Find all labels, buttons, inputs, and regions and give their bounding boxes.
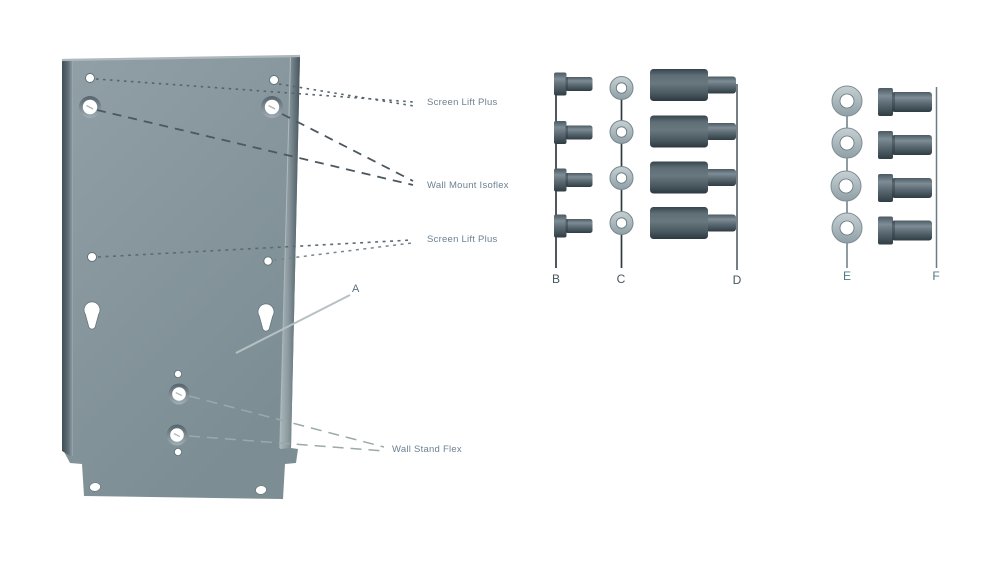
callout-wall-mount-isoflex: Wall Mount Isoflex [427,180,509,191]
part-label-e: E [842,269,851,283]
bolt-icon [878,216,932,245]
screw-icon [554,214,593,238]
keyhole-slot-right [257,303,275,332]
bolt-icon [878,88,932,116]
plate-right-flange [280,56,300,449]
plate-top-bevel [61,54,301,62]
plate-right-flange-highlight [279,57,291,449]
leader-wall-stand-flex-upper [188,395,385,448]
callout-screen-lift-plus-top: Screen Lift Plus [427,97,498,108]
part-label-b: B [551,272,560,286]
large-washer-icon [831,127,863,159]
bolt-icon [878,131,932,159]
column-f-bolts [878,87,938,268]
bottom-left-corner-hole [89,482,101,492]
small-washer-icon [609,211,634,235]
callout-wall-stand-flex: Wall Stand Flex [392,444,462,455]
centre-small-hole-upper [173,369,182,378]
small-washer-icon [609,120,634,144]
leader-lines [95,78,415,452]
leader-part-a [235,294,351,354]
mid-right-small-hole [263,256,273,266]
standoff-icon [650,69,736,101]
standoff-icon [650,161,736,194]
top-right-countersunk-hole [261,96,283,118]
leader-wall-stand-flex-lower [188,435,385,452]
column-b-screws [554,72,593,268]
centre-large-hole-upper [168,383,190,405]
mounting-plate [61,54,301,499]
plate-left-flange [62,60,72,457]
top-right-small-hole [269,75,279,85]
part-label-d: D [732,273,742,287]
screw-icon [554,168,593,192]
plate-face [62,56,300,499]
column-c-small-washers [609,76,634,268]
small-washer-icon [609,166,634,190]
large-washer-icon [830,170,862,202]
standoff-icon [650,207,736,239]
large-washer-icon [831,85,863,117]
leader-screen-lift-top-right [278,83,415,107]
column-e-large-washers [830,85,863,268]
part-label-c: C [616,272,626,286]
bottom-right-corner-hole [255,485,267,495]
leader-screen-lift-bottom-right [273,242,413,261]
large-washer-icon [831,212,863,244]
centre-small-hole-lower [173,447,182,456]
standoff-icon [650,115,736,148]
part-label-a: A [352,283,360,295]
centre-large-hole-lower [166,424,188,446]
column-d-standoffs [650,69,738,270]
callout-screen-lift-plus-bottom: Screen Lift Plus [427,234,498,245]
screw-icon [554,121,593,144]
bolt-icon [878,174,932,202]
small-washer-icon [609,76,634,100]
part-label-f: F [932,269,940,283]
top-left-countersunk-hole [79,96,101,118]
screw-icon [554,72,593,96]
keyhole-slot-left [83,301,101,330]
leader-isoflex-right [281,113,414,182]
top-left-small-hole [85,73,95,83]
leader-isoflex-left [96,109,414,186]
mid-left-small-hole [87,252,97,262]
